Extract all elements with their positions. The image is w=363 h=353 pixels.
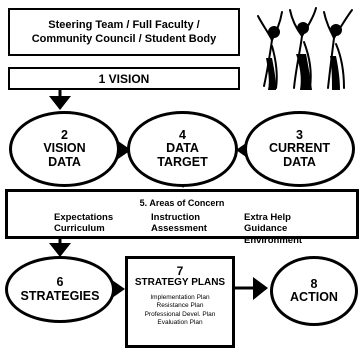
plan-item: Professional Devel. Plan	[144, 310, 216, 318]
data-target-line2: TARGET	[157, 154, 208, 169]
concern-item: Curriculum	[54, 223, 105, 235]
data-target-line1: DATA	[166, 141, 199, 156]
strategy-plans-title: STRATEGY PLANS	[134, 277, 226, 288]
vision-box: 1 VISION	[8, 67, 240, 90]
concern-item: Expectations	[54, 212, 114, 223]
concern-item: Assessment	[151, 223, 207, 235]
concern-item: Extra Help	[244, 212, 291, 223]
concern-item: Instruction	[151, 212, 201, 223]
stakeholders-line2: Community Council / Student Body	[31, 33, 217, 45]
current-data-node: 3 CURRENT DATA	[244, 111, 355, 187]
strategy-plans-box: 7 STRATEGY PLANS Implementation Plan Res…	[125, 256, 235, 348]
areas-of-concern-box: 5. Areas of Concern Expectations Curricu…	[5, 189, 359, 246]
vision-label: 1 VISION	[98, 71, 150, 86]
concern-column-1: Expectations Curriculum	[54, 212, 113, 235]
data-target-number: 4	[179, 128, 186, 143]
action-number: 8	[310, 276, 318, 291]
vision-data-line1: VISION	[43, 141, 86, 156]
arrowhead-to-action	[253, 277, 268, 300]
data-target-node: 4 DATA TARGET	[127, 111, 238, 187]
strategy-plans-list: Implementation Plan Resistance Plan Prof…	[128, 294, 232, 327]
plan-item: Resistance Plan	[156, 302, 204, 310]
vision-data-line2: DATA	[48, 154, 81, 169]
vision-data-node: 2 VISION DATA	[9, 111, 120, 187]
strategy-plans-number: 7	[176, 264, 184, 278]
arrowhead-to-vision-data	[49, 96, 71, 110]
stakeholders-box: Steering Team / Full Faculty / Community…	[8, 8, 240, 56]
arrowhead-to-data-target-left	[118, 141, 131, 159]
current-data-number: 3	[296, 128, 303, 143]
celebrating-people-icon	[257, 7, 353, 90]
vision-data-number: 2	[61, 128, 68, 143]
plan-item: Implementation Plan	[150, 294, 210, 301]
arrowhead-to-strategy-plans	[112, 280, 125, 298]
current-data-line1: CURRENT	[268, 141, 331, 156]
concern-item: Environment	[244, 234, 303, 246]
areas-of-concern-title: 5. Areas of Concern	[139, 198, 225, 208]
current-data-line2: DATA	[283, 154, 316, 169]
concern-column-3: Extra Help Guidance Environment	[244, 212, 302, 246]
plan-item: Evaluation Plan	[157, 318, 203, 326]
strategies-node: 6 STRATEGIES	[5, 256, 115, 323]
strategies-number: 6	[56, 275, 64, 290]
action-node: 8 ACTION	[270, 256, 358, 326]
concern-column-2: Instruction Assessment	[151, 212, 207, 235]
action-label: ACTION	[290, 290, 338, 304]
concern-item: Guidance	[244, 223, 288, 235]
stakeholders-line1: Steering Team / Full Faculty /	[48, 18, 200, 31]
strategies-label: STRATEGIES	[20, 288, 100, 303]
arrowhead-to-strategies	[49, 243, 71, 257]
